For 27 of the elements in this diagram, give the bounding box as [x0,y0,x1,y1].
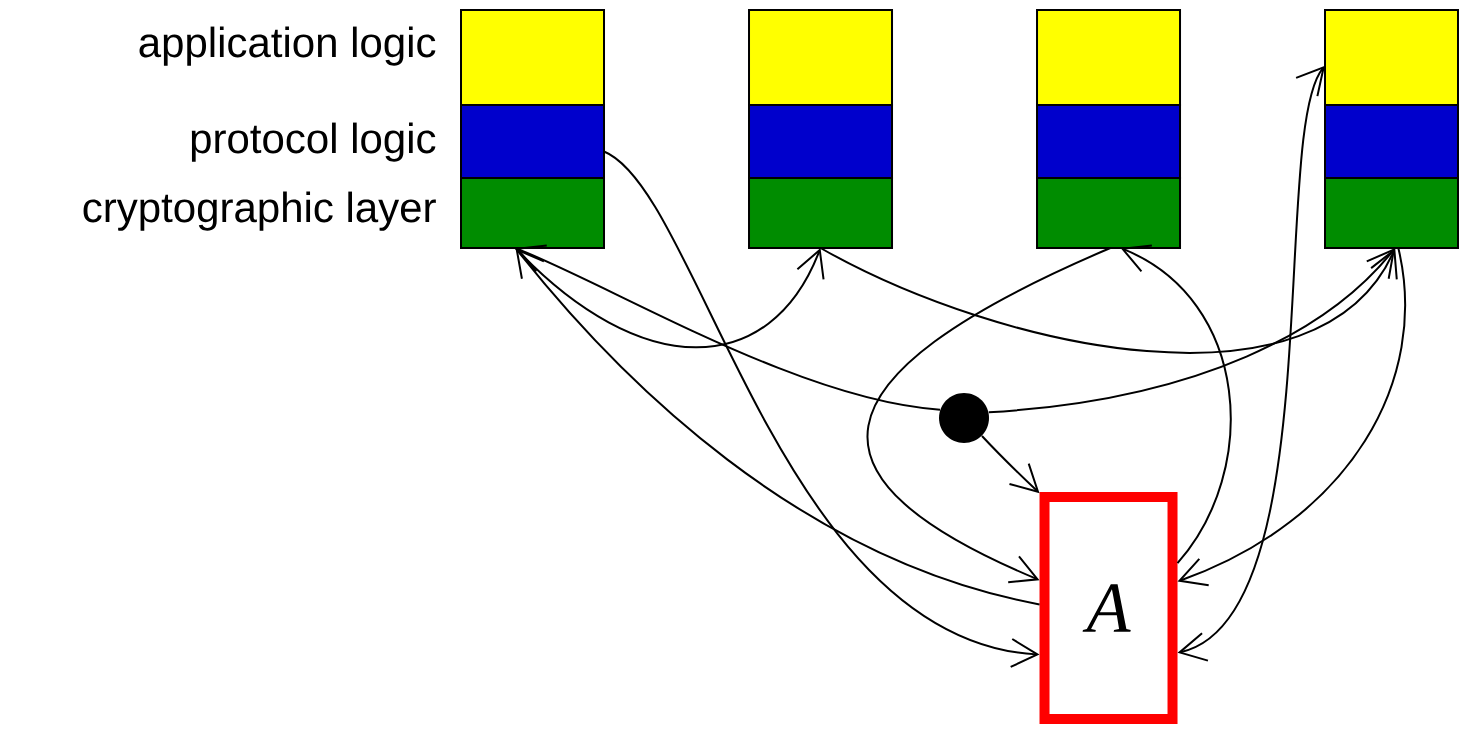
layer-label: application logic [139,26,436,66]
crypto-layer-box [1036,177,1181,249]
crypto-layer-box [748,177,893,249]
crypto-layer-box [460,177,605,249]
junction-dot [939,393,989,443]
arrow [515,248,1041,606]
agent-box: A [1039,492,1178,724]
arrow [987,248,1396,414]
application-layer-box [748,9,893,106]
arrow [603,150,1040,668]
arrow [515,244,941,411]
protocol-layer-box [1324,104,1459,179]
protocol-layer-box [1036,104,1181,179]
arrow [514,247,825,349]
crypto-layer-box [1324,177,1459,249]
layer-label: cryptographic layer [83,191,436,231]
arrow [867,247,1112,584]
application-layer-box [1036,9,1181,106]
application-layer-box [1324,9,1459,106]
layer-label: protocol logic [191,122,436,162]
application-layer-box [460,9,605,106]
protocol-layer-box [748,104,893,179]
arrow [819,247,1398,354]
arrow [1177,65,1326,662]
arrow [1177,247,1406,587]
arrow [1120,244,1232,565]
protocol-layer-box [460,104,605,179]
